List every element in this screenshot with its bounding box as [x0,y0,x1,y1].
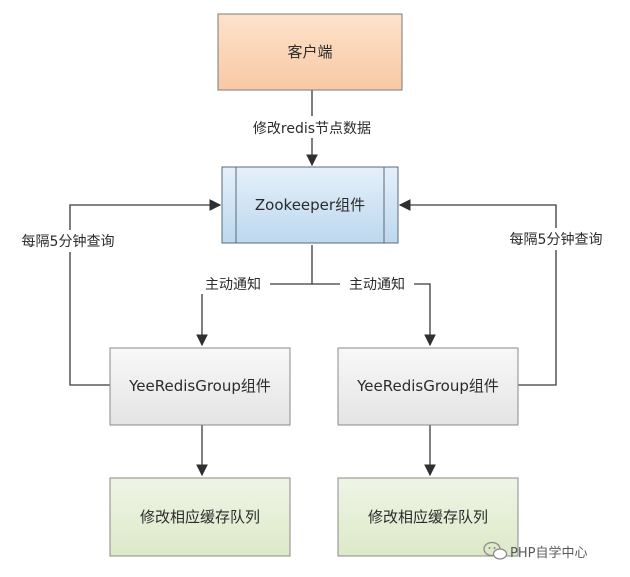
client-box [217,13,403,91]
label-notify-right: 主动通知 [349,276,405,293]
node-zookeeper: Zookeeper组件 [221,166,399,244]
arrow-left-group-poll [69,199,222,386]
label-poll-left: 每隔5分钟查询 [22,233,115,250]
group-left-label: YeeRedisGroup组件 [128,377,271,395]
node-group-left: YeeRedisGroup组件 [109,347,291,426]
label-poll-right: 每隔5分钟查询 [510,231,603,248]
client-label: 客户端 [287,43,332,61]
label-notify-left: 主动通知 [205,276,261,293]
node-cache-left: 修改相应缓存队列 [109,477,291,557]
arrow-zookeeper-to-left-group [196,245,313,347]
node-cache-right: 修改相应缓存队列 [337,477,519,557]
label-modify-redis: 修改redis节点数据 [253,121,371,137]
cache-left-box [109,477,291,557]
cache-right-label: 修改相应缓存队列 [368,508,488,526]
cache-left-label: 修改相应缓存队列 [140,508,260,526]
node-group-right: YeeRedisGroup组件 [337,347,519,426]
watermark-text: PHP自学中心 [510,545,587,561]
edge-labels: 修改redis节点数据 主动通知 主动通知 每隔5分钟查询 每隔5分钟查询 [8,116,618,294]
node-client: 客户端 [217,13,403,91]
zookeeper-box [221,166,399,244]
group-right-box [337,347,519,426]
arrow-right-group-poll [398,199,557,386]
wechat-icon [483,541,508,560]
group-left-box [109,347,291,426]
zookeeper-label: Zookeeper组件 [255,196,365,214]
watermark: PHP自学中心 [483,541,587,561]
group-right-label: YeeRedisGroup组件 [356,377,499,395]
